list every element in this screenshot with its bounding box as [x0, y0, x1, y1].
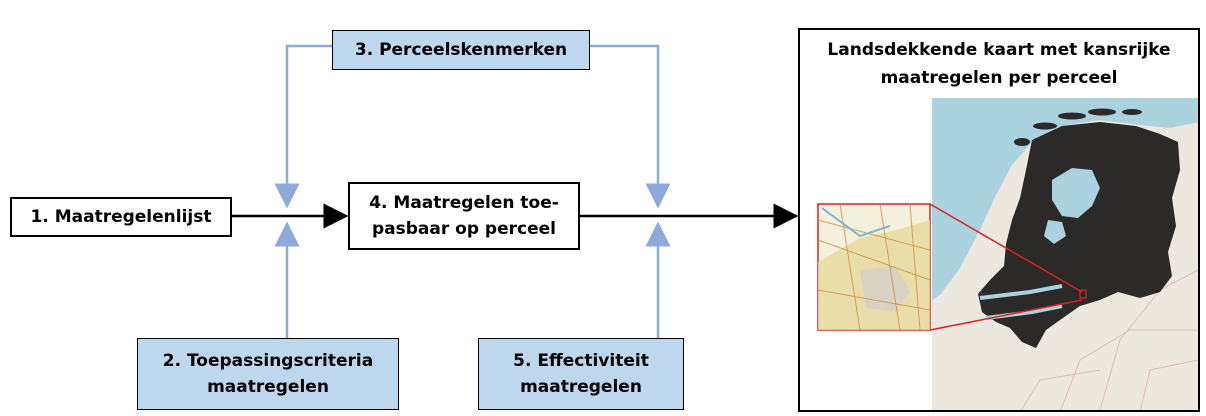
box-perceelskenmerken: 3. Perceelskenmerken	[332, 30, 590, 70]
inset-connector-bottom	[929, 299, 1083, 331]
inset-connector-top	[929, 203, 1083, 293]
netherlands-map	[817, 98, 1198, 410]
markermeer	[1044, 220, 1066, 244]
box-toepassingscriteria: 2. Toepassingscriteria maatregelen	[137, 338, 399, 410]
wadden-islands	[1014, 108, 1142, 146]
ijsselmeer	[1052, 168, 1100, 218]
box-maatregelenlijst: 1. Maatregelenlijst	[10, 197, 232, 237]
inset-source-marker	[1079, 289, 1087, 299]
box-maatregelen-toepasbaar: 4. Maatregelen toe- pasbaar op perceel	[348, 182, 580, 250]
result-map-title: Landsdekkende kaart met kansrijke maatre…	[827, 40, 1171, 88]
sea-area	[932, 98, 1198, 300]
connector-perceelskenmerken-right	[590, 44, 671, 209]
result-map-panel: Landsdekkende kaart met kansrijke maatre…	[798, 28, 1200, 412]
zoom-inset	[817, 203, 931, 331]
connector-perceelskenmerken-left	[274, 44, 332, 209]
box-effectiviteit: 5. Effectiviteit maatregelen	[478, 338, 684, 410]
road-lines	[1020, 269, 1198, 410]
